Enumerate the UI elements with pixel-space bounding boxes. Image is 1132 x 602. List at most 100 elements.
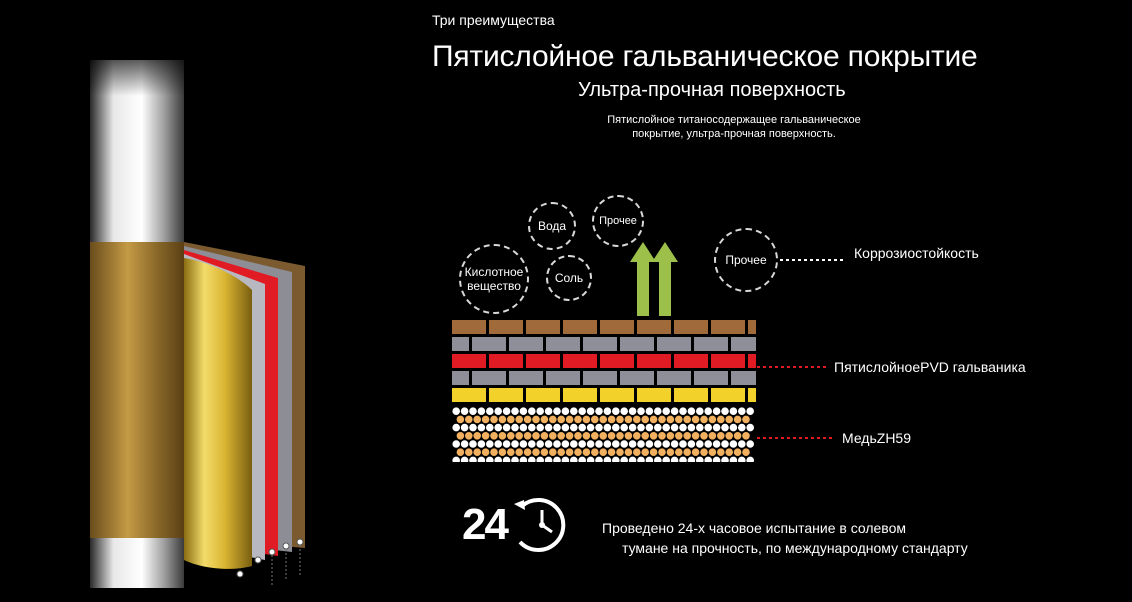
brass-bead [679,407,687,415]
brass-bead [507,432,515,440]
brass-bead [574,448,582,456]
layer-brick [657,337,691,351]
brass-bead [624,415,633,424]
brass-bead [570,456,578,462]
brass-bead [645,456,654,462]
brass-bead [578,423,586,432]
brass-bead [738,407,746,415]
brass-bead [549,432,557,440]
brass-bead [595,456,603,462]
layer-brick [472,337,506,351]
brass-bead [540,448,549,456]
test-hours-number: 24 [462,500,509,549]
layer-brick [694,371,728,385]
layer-brick [748,354,756,368]
brass-bead [490,415,498,424]
brass-bead [595,407,603,415]
brass-bead [738,440,746,448]
brass-bead [553,423,561,432]
brass-bead [528,456,536,462]
layer-brick [509,371,543,385]
brass-bead [628,423,637,432]
brass-bead [465,415,473,424]
brass-bead [477,423,486,432]
bubble-water: Вода [528,202,576,250]
brass-bead [654,407,662,415]
brass-bead [712,407,721,415]
brass-bead [620,456,628,462]
bubble-other-right-label: Прочее [725,253,767,267]
brass-bead [502,456,511,462]
brass-bead [733,432,742,440]
brass-bead [460,440,469,448]
layer-brick [620,371,654,385]
brass-bead [557,448,565,456]
brass-bead [603,407,612,415]
brass-bead [675,432,683,440]
brass-bead [654,440,662,448]
brass-bead [637,456,645,462]
brass-bead [557,432,565,440]
layer-brick [731,371,756,385]
arrow-up-icon [652,242,678,316]
brass-bead [452,456,460,462]
brass-bead [628,440,637,448]
brass-bead [637,407,645,415]
brass-bead [675,448,683,456]
brass-bead [683,415,691,424]
brass-bead [708,415,717,424]
brass-bead [670,423,679,432]
brass-bead [658,415,666,424]
brass-bead [729,456,738,462]
brass-bead [645,440,654,448]
layer-brick [711,320,745,334]
layer-brick [489,388,523,402]
brass-bead [528,423,536,432]
layer-brick [657,371,691,385]
brass-bead [687,456,696,462]
brass-bead [704,423,712,432]
brass-bead [721,456,729,462]
brass-bead [620,423,628,432]
brass-bead [670,440,679,448]
brass-bead [691,432,700,440]
brass-bead [469,407,477,415]
layer-brick [620,337,654,351]
brass-bead [738,423,746,432]
brass-bead [679,456,687,462]
brass-bead [683,448,691,456]
brass-bead [662,440,670,448]
brass-bead [486,407,494,415]
brass-bead [469,440,477,448]
brass-bead [460,423,469,432]
brass-bead [717,415,725,424]
brass-bead [662,456,670,462]
brass-bead [708,448,717,456]
brass-bead [486,440,494,448]
brass-bead [456,448,465,456]
brass-bead [549,415,557,424]
layer-brick [452,371,469,385]
layer-brick [452,320,486,334]
up-arrows [630,242,678,316]
brass-bead [528,407,536,415]
brass-bead [607,432,616,440]
brass-bead [544,423,553,432]
brass-bead [725,448,733,456]
brass-bead [666,448,675,456]
layer-brick [600,388,634,402]
brass-bead [687,423,696,432]
brass-bead [683,432,691,440]
brass-bead [696,456,704,462]
layer-brick [600,354,634,368]
layer-brick [600,320,634,334]
layer-brick [583,371,617,385]
brass-bead [515,432,523,440]
brass-bead [528,440,536,448]
layer-brick [526,320,560,334]
layer-brick [563,320,597,334]
brass-bead [649,432,658,440]
brass-bead [717,448,725,456]
brass-bead [519,440,528,448]
